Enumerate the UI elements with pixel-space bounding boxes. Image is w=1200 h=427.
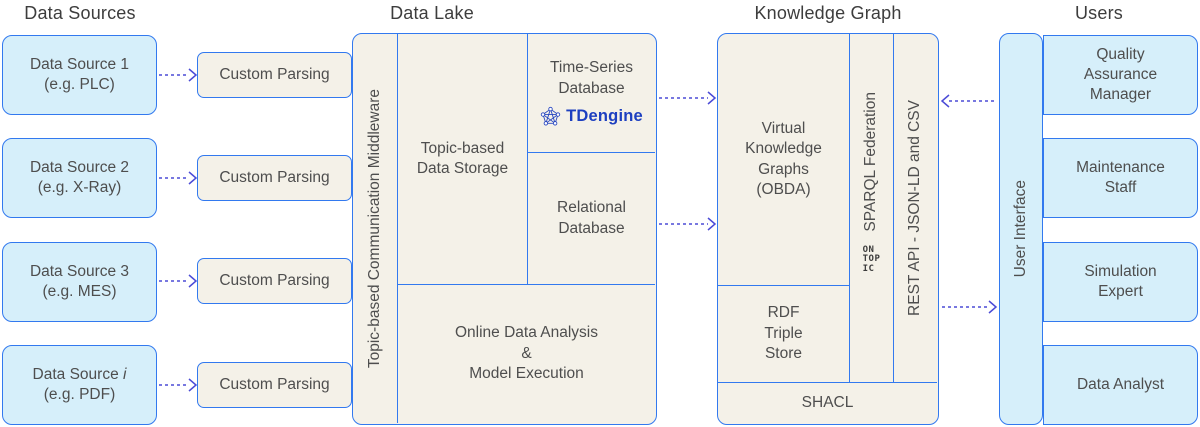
custom-parsing-label: Custom Parsing	[219, 168, 330, 186]
user-role-label: Quality Assurance Manager	[1083, 45, 1158, 104]
ontopic-logo: ON TOP IC	[862, 244, 881, 275]
user-box-data-analyst: Data Analyst	[1043, 345, 1198, 425]
sparql-federation-label: SPARQL Federation	[862, 92, 880, 232]
user-interface-label: User Interface	[1012, 180, 1029, 278]
data-source-1-box: Data Source 1 (e.g. PLC)	[2, 35, 157, 115]
user-role-label: Maintenance Staff	[1076, 158, 1165, 196]
virtual-knowledge-graphs-box: Virtual Knowledge Graphs (OBDA)	[718, 34, 849, 285]
online-analysis-label: Online Data Analysis & Model Execution	[454, 324, 599, 383]
data-source-i-box: Data Source i (e.g. PDF)	[2, 345, 157, 425]
middleware-strip: Topic-based Communication Middleware	[353, 34, 398, 423]
data-lake-panel: Topic-based Communication Middleware Top…	[352, 33, 657, 425]
dashed-arrow-right-icon	[659, 217, 717, 231]
custom-parsing-label: Custom Parsing	[219, 375, 330, 393]
data-source-1-example: (e.g. PLC)	[44, 76, 115, 93]
dashed-arrow-right-icon	[159, 171, 198, 185]
data-source-1-label: Data Source 1	[29, 55, 130, 73]
tdengine-logo: TDengine	[540, 106, 643, 128]
rdf-triple-store-box: RDF Triple Store	[718, 285, 849, 382]
data-source-2-example: (e.g. X-Ray)	[37, 179, 122, 196]
custom-parsing-box-1: Custom Parsing	[197, 52, 352, 98]
data-source-2-box: Data Source 2 (e.g. X-Ray)	[2, 138, 157, 218]
user-role-label: Simulation Expert	[1084, 262, 1157, 300]
data-source-3-example: (e.g. MES)	[42, 283, 117, 300]
user-box-simulation: Simulation Expert	[1043, 242, 1198, 322]
custom-parsing-box-3: Custom Parsing	[197, 258, 352, 304]
time-series-database-box: Time-Series Database TDengine	[528, 34, 655, 153]
relational-database-box: Relational Database	[528, 153, 655, 284]
section-title-knowledge-graph: Knowledge Graph	[754, 3, 902, 23]
knowledge-graph-panel: Virtual Knowledge Graphs (OBDA) SPARQL F…	[717, 33, 939, 425]
dashed-arrow-right-icon	[659, 91, 717, 105]
topic-data-storage-label: Topic-based Data Storage	[416, 139, 509, 177]
custom-parsing-label: Custom Parsing	[219, 65, 330, 83]
custom-parsing-label: Custom Parsing	[219, 271, 330, 289]
sparql-federation-strip: SPARQL Federation ON TOP IC	[849, 34, 894, 382]
topic-data-storage-box: Topic-based Data Storage	[398, 34, 528, 284]
user-box-maintenance: Maintenance Staff	[1043, 138, 1198, 218]
shacl-label: SHACL	[801, 393, 854, 411]
rdf-triple-store-label: RDF Triple Store	[764, 304, 803, 363]
user-interface-strip: User Interface	[999, 33, 1043, 425]
rest-api-strip: REST API - JSON-LD and CSV	[894, 34, 937, 382]
shacl-box: SHACL	[718, 382, 937, 423]
rest-api-label: REST API - JSON-LD and CSV	[906, 100, 924, 316]
section-title-data-sources: Data Sources	[24, 3, 136, 23]
middleware-label: Topic-based Communication Middleware	[365, 88, 383, 369]
data-source-2-label: Data Source 2	[29, 158, 130, 176]
dashed-arrow-right-icon	[942, 300, 998, 314]
dashed-arrow-right-icon	[159, 68, 198, 82]
data-source-3-label: Data Source 3	[29, 262, 130, 280]
online-analysis-box: Online Data Analysis & Model Execution	[398, 284, 655, 423]
custom-parsing-box-4: Custom Parsing	[197, 362, 352, 408]
relational-database-label: Relational Database	[557, 199, 626, 237]
dashed-arrow-left-icon	[941, 94, 997, 108]
custom-parsing-box-2: Custom Parsing	[197, 155, 352, 201]
user-role-label: Data Analyst	[1076, 375, 1165, 393]
dashed-arrow-right-icon	[159, 274, 198, 288]
section-title-data-lake: Data Lake	[390, 3, 474, 23]
time-series-database-label: Time-Series Database	[550, 59, 633, 97]
data-source-i-example: (e.g. PDF)	[43, 386, 116, 403]
section-title-users: Users	[1074, 3, 1123, 23]
user-box-quality-assurance: Quality Assurance Manager	[1043, 35, 1198, 115]
data-source-3-box: Data Source 3 (e.g. MES)	[2, 242, 157, 322]
tdengine-graph-icon	[540, 107, 561, 126]
dashed-arrow-right-icon	[159, 378, 198, 392]
data-source-i-label: Data Source i	[32, 365, 127, 383]
tdengine-label: TDengine	[566, 107, 643, 126]
virtual-knowledge-graphs-label: Virtual Knowledge Graphs (OBDA)	[745, 119, 822, 198]
